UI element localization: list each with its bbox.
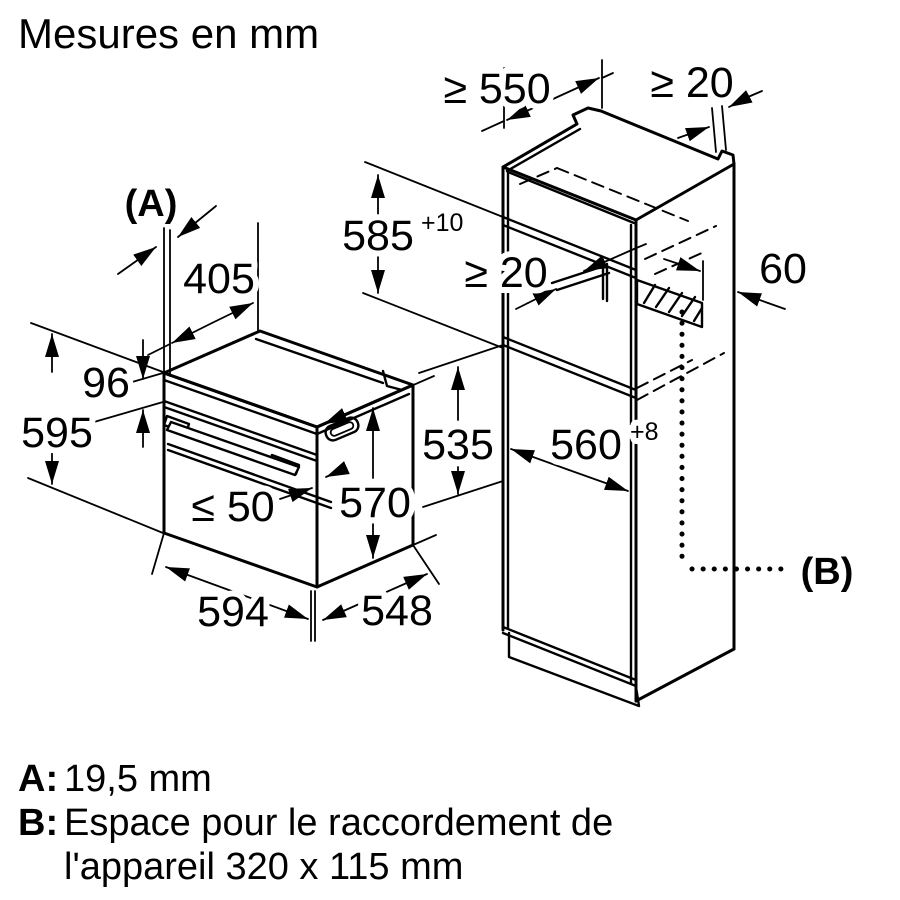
- dim-550-tail-left: [481, 120, 505, 132]
- oven-right-top-inner-line: [315, 392, 411, 436]
- dim-20mid-arrow2: [583, 248, 635, 272]
- dim-20top-arrow-out: [728, 90, 753, 108]
- oven-handle-bar: [165, 420, 301, 477]
- dim-570-corner-arrow: [323, 408, 348, 425]
- cabinet-dimensions: ≥ 550 ≥ 20 585 +10 ≥ 20 60 535: [336, 53, 854, 593]
- dim-vent-gap-label: ≥ 20: [464, 249, 547, 297]
- dim-width-label: 594: [197, 588, 269, 636]
- dim-20top-tail: [747, 90, 763, 98]
- cabinet-drawing: [501, 106, 791, 708]
- dim-depth-label: 548: [361, 587, 433, 635]
- oven-top-rear-trim: [254, 337, 385, 385]
- dim-560-arrow-left: [510, 448, 570, 471]
- dim-20top-line2: [721, 105, 727, 151]
- dim-550-tail-right: [601, 72, 614, 79]
- cabinet-niche-bottom-shelf2: [501, 343, 638, 400]
- cabinet-vent-gap-line1: [550, 264, 606, 285]
- cabinet-niche-top-shelf: [501, 215, 638, 272]
- legend-b-value-line1: Espace pour le raccordement de: [64, 802, 613, 844]
- dim-a-arrow-upper: [177, 205, 217, 238]
- dim-top-depth-label: 405: [183, 255, 255, 303]
- cabinet-floor: [501, 625, 638, 682]
- dim-niche-height-label: 585: [342, 212, 414, 260]
- cabinet-top-left-inner: [505, 127, 582, 173]
- marker-b-label: (B): [801, 551, 854, 593]
- dim-20top-arrow-in: [677, 126, 710, 142]
- legend-b-key: B:: [18, 802, 58, 844]
- dim-50-leader: [279, 487, 313, 503]
- cabinet-right-bottom-edge: [634, 647, 736, 703]
- dim-550-arrow-left: [506, 98, 554, 121]
- dim-20mid-tail2: [633, 243, 647, 250]
- cabinet-niche-top-shelf2: [501, 223, 638, 280]
- dim-handle-clearance-label: ≤ 50: [191, 483, 274, 531]
- dim-96-ext-bottom: [93, 401, 164, 423]
- oven-top-face: [162, 329, 415, 429]
- dim-548-arrow-right: [374, 573, 428, 598]
- dim-a-arrow-lower: [117, 246, 157, 275]
- legend-a-key: A:: [18, 758, 58, 800]
- dim-560-arrow-right: [568, 469, 629, 492]
- cabinet-top-front-inner: [506, 170, 636, 225]
- dim-594-arrow-left: [165, 566, 238, 594]
- dim-594-ext-left: [151, 532, 165, 575]
- dim-panel-height-label: 96: [82, 359, 130, 407]
- dim-niche-width-tolerance-label: +8: [630, 418, 659, 446]
- dim-60-tail: [767, 302, 786, 310]
- oven-drawing: [162, 329, 415, 589]
- dim-595-ext-top: [30, 322, 164, 373]
- oven-control-panel-line: [162, 399, 319, 457]
- cabinet-top-face: [501, 106, 736, 222]
- page-title: Mesures en mm: [18, 10, 319, 57]
- oven-front-top-inner-line: [162, 378, 319, 436]
- dim-594-arrow-right: [236, 592, 309, 620]
- cabinet-plinth: [507, 631, 641, 708]
- dim-min-depth-label: ≥ 550: [443, 65, 550, 113]
- dim-door-height-label: 570: [339, 479, 411, 527]
- cabinet-niche-bottom-shelf: [501, 335, 638, 392]
- dim-405-tail: [147, 343, 171, 356]
- dim-548-arrow-left: [322, 596, 376, 621]
- dim-niche-width-label: 560: [550, 421, 622, 469]
- dim-405-arrow-right: [211, 302, 254, 324]
- dim-548-ext-right: [412, 544, 440, 585]
- dim-535-ext-bottom: [422, 480, 504, 508]
- dim-585-ext-bottom: [362, 292, 504, 349]
- dim-lower-clearance-label: 535: [422, 421, 494, 469]
- dim-rear-gap-top-label: ≥ 20: [650, 59, 733, 107]
- cabinet-floor2: [501, 631, 638, 688]
- dim-20top-line1: [711, 107, 717, 153]
- dim-535-ext-top: [418, 344, 504, 374]
- dim-405-arrow-left: [171, 322, 213, 344]
- dim-height-label: 595: [21, 409, 93, 457]
- oven-dimensions: (A) 405 96 595 ≤ 50 570: [15, 183, 440, 642]
- dim-niche-height-tolerance-label: +10: [421, 209, 463, 237]
- oven-front-face: [162, 371, 319, 589]
- dim-20mid-arrow1: [527, 288, 557, 306]
- dim-570-ext-bottom: [316, 534, 437, 588]
- marker-a-label: (A): [125, 183, 178, 225]
- dim-rear-duct-depth-label: 60: [759, 245, 807, 293]
- dim-60-arrow-in: [663, 257, 701, 272]
- oven-control-panel-line2: [162, 405, 319, 463]
- legend-a-value: 19,5 mm: [64, 758, 212, 800]
- dim-60-arrow-out: [737, 291, 769, 307]
- legend: A: 19,5 mm B: Espace pour le raccordemen…: [18, 758, 613, 888]
- dim-20mid-tail1: [515, 302, 529, 310]
- oven-top-rear-notch: [381, 369, 404, 392]
- dim-50-arrow-upper: [325, 461, 350, 478]
- cabinet-vent-gap-line2: [555, 271, 611, 292]
- dim-585-ext-top: [364, 161, 504, 218]
- dim-595-ext-bottom: [27, 477, 164, 534]
- dim-96-ext-top: [97, 372, 164, 393]
- legend-b-value-line2: l'appareil 320 x 115 mm: [64, 846, 463, 888]
- dim-550-arrow-right: [552, 77, 600, 100]
